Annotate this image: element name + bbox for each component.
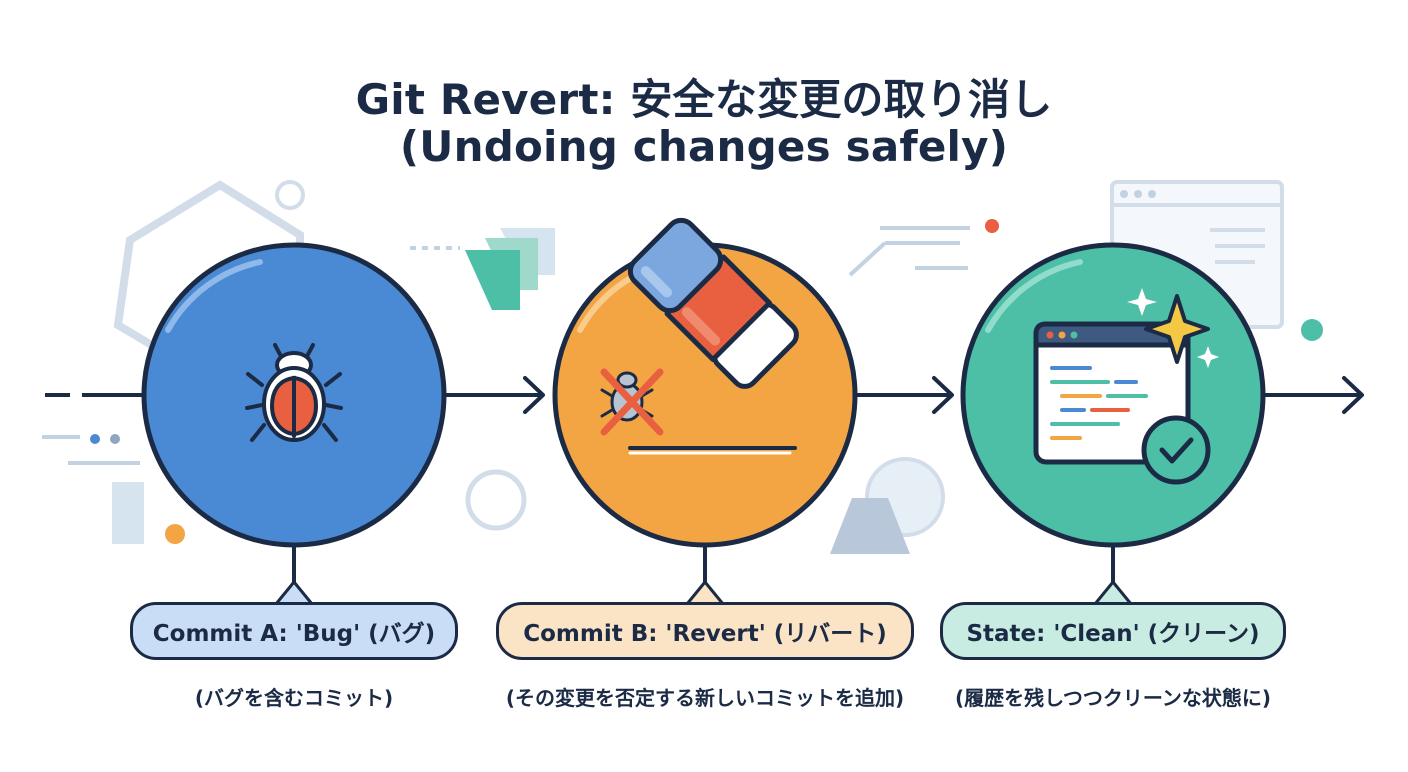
decor-left-dot-orange xyxy=(165,524,185,544)
step-label-commit-a: Commit A: 'Bug' (バグ) xyxy=(130,602,458,660)
connector-c-notch xyxy=(1093,580,1133,605)
decor-trapezoid xyxy=(830,498,910,554)
node-state-clean xyxy=(960,242,1266,548)
step-label-commit-b: Commit B: 'Revert' (リバート) xyxy=(496,602,914,660)
node-c-highlight xyxy=(985,259,1083,333)
sparkle-small-icon xyxy=(1197,346,1219,368)
step-label-state-clean: State: 'Clean' (クリーン) xyxy=(940,602,1286,660)
step-caption-state-clean: (履歴を残しつつクリーンな状態に) xyxy=(954,686,1272,710)
decor-diagonal xyxy=(848,241,887,277)
node-commit-a xyxy=(141,242,447,548)
arrowhead-b-c xyxy=(932,376,954,414)
decor-window-dot xyxy=(1134,190,1142,198)
decor-dot-teal xyxy=(1301,319,1323,341)
check-mark-icon xyxy=(1159,437,1194,464)
check-circle-icon xyxy=(1141,415,1211,485)
node-a-highlight xyxy=(165,259,263,333)
title-line-2: (Undoing changes safely) xyxy=(399,122,1009,171)
bug-icon xyxy=(245,343,343,442)
decor-circle-small xyxy=(275,180,305,210)
cross-mark xyxy=(600,368,664,436)
decor-window-dot xyxy=(1148,190,1156,198)
sparkle-large-icon xyxy=(1144,294,1210,364)
eraser-icon xyxy=(627,217,799,389)
arrowhead-a-b xyxy=(523,376,545,414)
node-commit-b xyxy=(552,217,858,548)
sparkle-small-icon xyxy=(1127,288,1157,316)
decor-chevron-teal xyxy=(465,250,520,310)
title-line-1: Git Revert: 安全な変更の取り消し xyxy=(355,75,1053,124)
connector-b-notch xyxy=(685,580,725,605)
connector-a-notch xyxy=(274,580,314,605)
flow-arrows xyxy=(45,376,1364,414)
decor-left-bar xyxy=(112,482,144,544)
step-caption-commit-b: (その変更を否定する新しいコミットを追加) xyxy=(505,686,905,710)
decor-ring-mid xyxy=(465,469,527,531)
crossed-bug-icon xyxy=(600,368,664,436)
arrowhead-end xyxy=(1342,376,1364,414)
decor-left-dot-grey xyxy=(110,434,120,444)
step-caption-commit-a: (バグを含むコミット) xyxy=(194,686,394,710)
decor-left-dot-blue xyxy=(90,434,100,444)
decor-window-dot xyxy=(1120,190,1128,198)
decor-dot-red xyxy=(985,219,999,233)
label-connectors xyxy=(274,545,1133,605)
